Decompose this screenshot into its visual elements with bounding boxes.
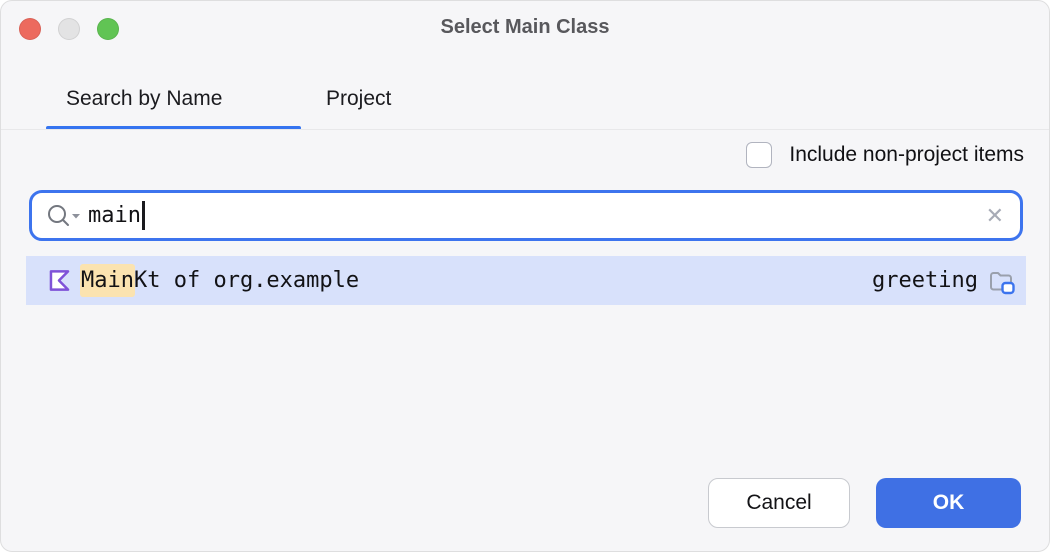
match-highlight: Main <box>80 264 135 297</box>
tabs-divider <box>1 129 1049 130</box>
cancel-button[interactable]: Cancel <box>708 478 850 528</box>
search-value: main <box>88 203 141 228</box>
tab-search-by-name[interactable]: Search by Name <box>66 87 223 110</box>
window-title: Select Main Class <box>440 16 610 38</box>
include-non-project-label[interactable]: Include non-project items <box>789 143 1024 166</box>
kotlin-file-icon <box>47 268 72 293</box>
maximize-button[interactable] <box>97 18 119 40</box>
text-caret <box>141 201 145 230</box>
search-input[interactable]: main ✕ <box>29 190 1023 241</box>
close-button[interactable] <box>19 18 41 40</box>
search-icon[interactable] <box>46 203 82 229</box>
tab-project[interactable]: Project <box>326 87 392 110</box>
ok-button[interactable]: OK <box>876 478 1021 528</box>
result-location: greeting <box>872 266 1016 296</box>
active-tab-indicator <box>46 126 301 130</box>
result-name-rest: Kt of org.example <box>133 268 360 293</box>
minimize-button[interactable] <box>58 18 80 40</box>
include-non-project-row: Include non-project items <box>746 142 1024 168</box>
module-name: greeting <box>872 268 978 293</box>
include-non-project-checkbox[interactable] <box>746 142 773 168</box>
module-folder-icon <box>986 266 1016 296</box>
clear-search-icon[interactable]: ✕ <box>985 202 1004 228</box>
